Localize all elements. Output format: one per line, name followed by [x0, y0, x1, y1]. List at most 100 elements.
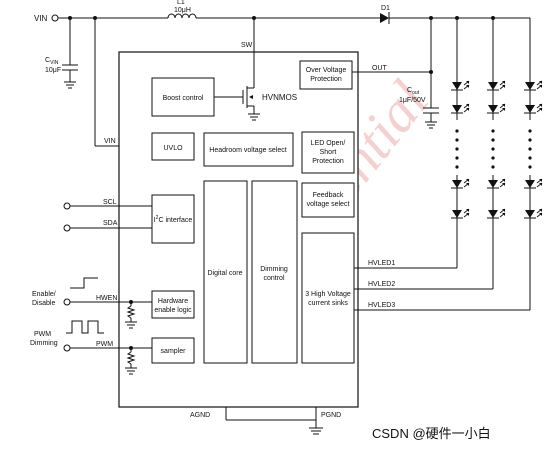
cout-value: 1μF/50V [399, 97, 426, 104]
led-string-1-led-4 [451, 208, 470, 219]
led-string-2-ellipsis-dot [491, 138, 495, 142]
led-open-line3: Protection [312, 158, 344, 165]
inductor-value: 10μH [174, 7, 191, 14]
hvled1-label: HVLED1 [368, 260, 395, 267]
hardware-enable-logic-block: Hardware enable logic [151, 290, 195, 319]
ovp-label-line1: Over Voltage [306, 67, 347, 74]
svg-text:I2C interface: I2C interface [154, 215, 193, 224]
led-string-1-ellipsis-dot [455, 156, 459, 160]
digital-core-label: Digital core [207, 270, 242, 277]
led-strings [451, 18, 543, 310]
footer-credit: CSDN @硬件一小白 [372, 426, 491, 441]
pwm-pin-label: PWM [96, 341, 113, 348]
led-open-line1: LED Open/ [311, 140, 346, 147]
led-string-1-led-2 [451, 103, 470, 114]
i2c-prefix: I [154, 217, 156, 224]
pwm-label-line2: Dimming [30, 340, 58, 347]
ovp-label-line2: Protection [310, 76, 342, 83]
hvled2-label: HVLED2 [368, 281, 395, 288]
hv-sinks-line2: current sinks [308, 300, 348, 307]
led-string-3-ellipsis-dot [528, 165, 532, 169]
hwen-pulldown-resistor [125, 302, 137, 329]
inductor-name: L1 [177, 0, 185, 6]
headroom-voltage-select-block: Headroom voltage select [203, 132, 294, 167]
output-capacitor-cout: Cout 1μF/50V [399, 18, 439, 129]
feedback-line1: Feedback [313, 192, 344, 199]
sampler-block: sampler [151, 337, 195, 364]
led-string-3-ellipsis-dot [528, 129, 532, 133]
svg-text:Cout: Cout [407, 87, 420, 96]
ground-symbol [309, 427, 323, 435]
pgnd-label: PGND [321, 412, 341, 419]
led-open-short-protection-block: LED Open/ Short Protection [301, 131, 355, 174]
uvlo-block: UVLO [151, 132, 195, 161]
dimming-control-block: Dimming control [251, 180, 298, 364]
hvled3-label: HVLED3 [368, 302, 395, 309]
sw-pin-label: SW [241, 42, 253, 49]
led-string-2-led-4 [487, 208, 506, 219]
diode-d1: D1 [380, 5, 390, 24]
led-string-3-led-4 [524, 208, 543, 219]
dimming-line2: control [263, 275, 284, 282]
enable-label-line1: Enable/ [32, 291, 56, 298]
diode-name: D1 [381, 5, 390, 12]
hvnmos-label: HVNMOS [262, 93, 297, 102]
led-string-3-ellipsis-dot [528, 147, 532, 151]
led-string-1-ellipsis-dot [455, 138, 459, 142]
led-string-2-ellipsis-dot [491, 165, 495, 169]
led-string-1-ellipsis-dot [455, 129, 459, 133]
scl-label: SCL [103, 199, 117, 206]
scl-terminal: SCL [63, 199, 152, 210]
hw-enable-line2: enable logic [154, 307, 192, 314]
cvin-value: 10μF [45, 67, 61, 74]
led-string-2-led-1 [487, 80, 506, 91]
led-string-1-led-1 [451, 80, 470, 91]
led-string-2-led-2 [487, 103, 506, 114]
out-pin-label: OUT [372, 65, 388, 72]
headroom-label: Headroom voltage select [209, 147, 286, 154]
vin-input-label: VIN [34, 14, 48, 23]
led-string-3-led-1 [524, 80, 543, 91]
pwm-pulldown-resistor [125, 348, 137, 375]
led-string-1-ellipsis-dot [455, 147, 459, 151]
enable-disable-input: Enable/ Disable HWEN [32, 277, 152, 307]
boost-control-block: Boost control [151, 77, 215, 117]
sampler-label: sampler [161, 348, 187, 355]
led-open-line2: Short [320, 149, 337, 156]
cout-sub: out [412, 90, 420, 96]
cout-name: C [407, 87, 412, 94]
cvin-name: C [45, 57, 50, 64]
led-string-1-ellipsis-dot [455, 165, 459, 169]
digital-core-block: Digital core [203, 180, 248, 364]
boost-control-label: Boost control [163, 95, 204, 102]
led-string-2-ellipsis-dot [491, 156, 495, 160]
led-string-2-ellipsis-dot [491, 147, 495, 151]
hv-sinks-line1: 3 High Voltage [305, 291, 351, 298]
agnd-label: AGND [190, 412, 210, 419]
led-string-2-led-3 [487, 178, 506, 189]
inductor-l1: L1 10μH [167, 0, 197, 19]
hw-enable-line1: Hardware [158, 298, 188, 305]
high-voltage-current-sinks-block: 3 High Voltage current sinks [301, 232, 355, 364]
cvin-sub: VIN [50, 60, 59, 66]
vin-input-terminal: VIN [34, 14, 59, 23]
vin-pin-label: VIN [104, 138, 116, 145]
over-voltage-protection-block: Over Voltage Protection [299, 60, 353, 90]
pwm-label-line1: PWM [34, 331, 51, 338]
svg-text:CVIN: CVIN [45, 57, 59, 66]
led-string-2-ellipsis-dot [491, 129, 495, 133]
led-string-1-led-3 [451, 178, 470, 189]
uvlo-label: UVLO [163, 145, 183, 152]
hvnmos-transistor: HVNMOS [214, 86, 297, 121]
i2c-suffix: C interface [158, 217, 192, 224]
feedback-voltage-select-block: Feedback voltage select [301, 182, 355, 218]
enable-label-line2: Disable [32, 300, 55, 307]
feedback-line2: voltage select [307, 201, 350, 208]
i2c-sup: 2 [156, 215, 159, 221]
pwm-dimming-input: PWM Dimming PWM [30, 320, 152, 352]
sda-label: SDA [103, 220, 118, 227]
input-capacitor-cvin: CVIN 10μF [45, 18, 78, 89]
dimming-line1: Dimming [260, 266, 288, 273]
led-string-3-led-2 [524, 103, 543, 114]
